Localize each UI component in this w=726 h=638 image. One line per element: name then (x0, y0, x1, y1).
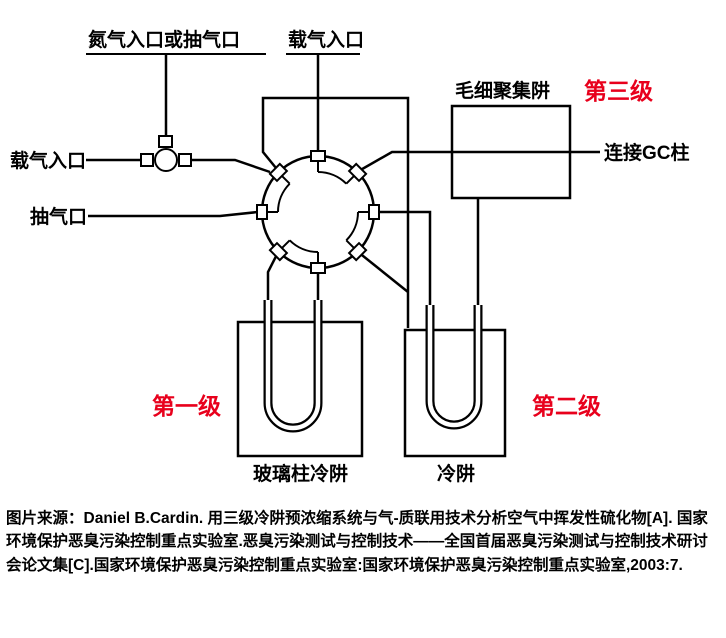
caption: 图片来源：Daniel B.Cardin. 用三级冷阱预浓缩系统与气-质联用技术… (6, 510, 708, 574)
rotary-valve (256, 150, 380, 274)
glass-column-trap-box (236, 320, 364, 458)
cold-u-tube-bore (427, 305, 481, 428)
nitrogen-inlet-label: 氮气入口或抽气口 (88, 28, 240, 51)
gc-line (356, 150, 600, 174)
shutoff-valve (140, 135, 192, 172)
lower-right-line (356, 250, 409, 293)
glass-column-trap-label: 玻璃柱冷阱 (253, 462, 348, 485)
stage2-label: 第二级 (532, 393, 601, 419)
capillary-trap-label: 毛细聚集阱 (455, 79, 550, 102)
u-tubes (263, 300, 483, 433)
gc-column-label: 连接GC柱 (604, 141, 690, 164)
cold-trap-box (403, 328, 507, 458)
preconcentrator-diagram: 氮气入口或抽气口 载气入口 载气入口 抽气口 毛细聚集阱 第三级 连接GC柱 第… (10, 28, 690, 485)
valve-body (154, 148, 178, 172)
glass-u-tube-bore (265, 300, 321, 431)
pump-port-label: 抽气口 (30, 205, 87, 228)
trap2-in-line (374, 210, 432, 312)
valve-feed-line (191, 158, 271, 174)
stage1-label: 第一级 (152, 393, 221, 419)
cold-u-tube (425, 305, 483, 430)
cold-trap-label: 冷阱 (437, 462, 475, 485)
trap1-in-line (266, 251, 280, 310)
valve-fitting-right (178, 153, 192, 167)
carrier-inlet-top-label: 载气入口 (288, 28, 364, 51)
carrier-inlet-left-label: 载气入口 (10, 149, 86, 172)
tubing-lines (86, 54, 600, 328)
stage3-label: 第三级 (584, 78, 653, 104)
valve-fitting-top (158, 135, 173, 148)
glass-u-tube (263, 300, 323, 433)
bypass-line (261, 96, 410, 328)
valve-fitting-left (140, 153, 154, 167)
rotary-valve-ports (256, 150, 380, 274)
pump-line (88, 210, 259, 218)
